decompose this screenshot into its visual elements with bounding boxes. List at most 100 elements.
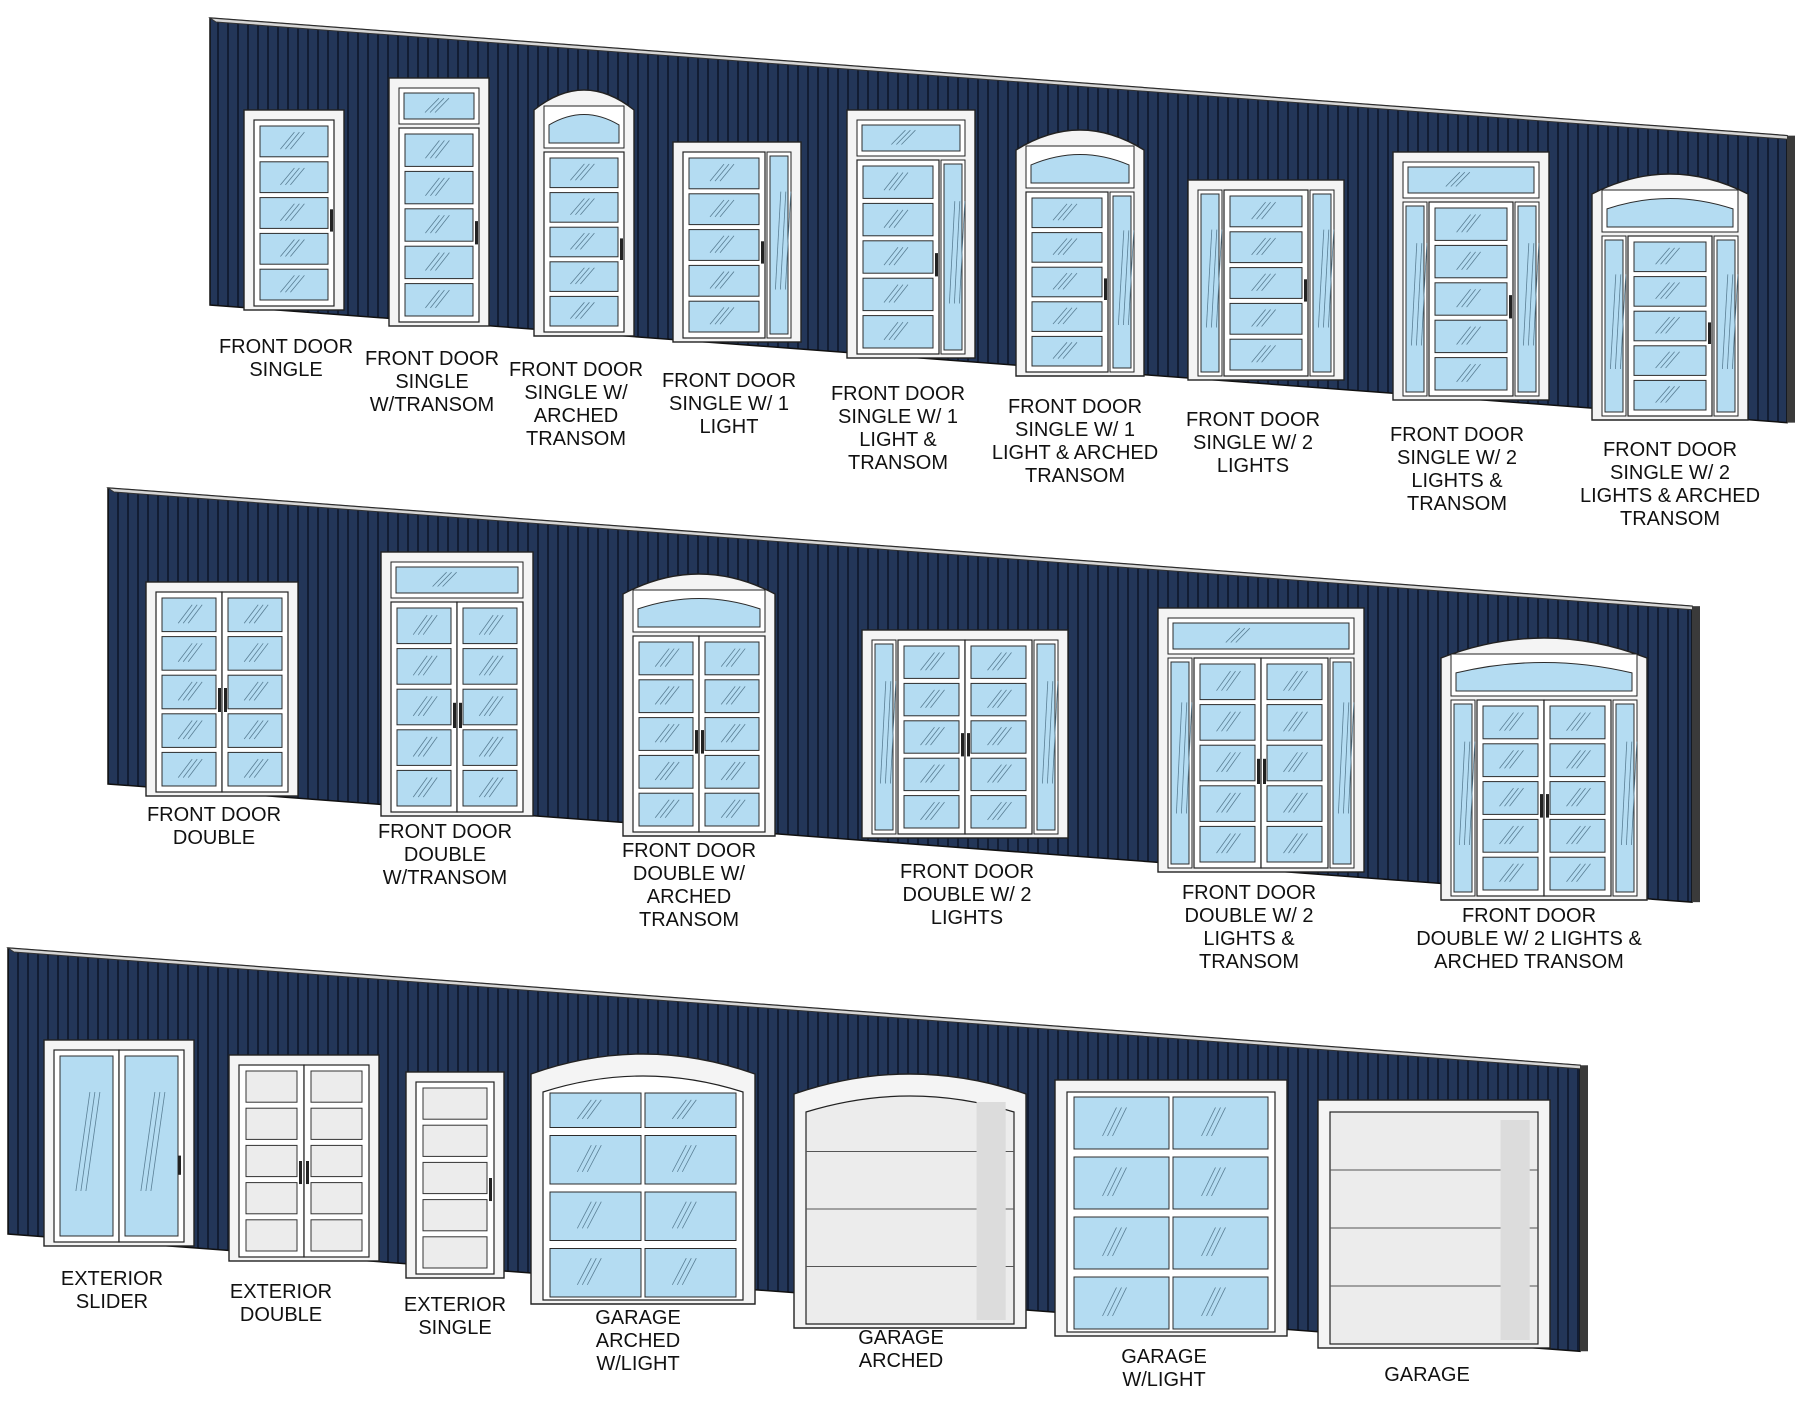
glare-line bbox=[930, 689, 945, 708]
door-label: GARAGE ARCHED bbox=[858, 1327, 944, 1372]
glare-lines bbox=[987, 801, 1012, 821]
glare-line bbox=[1509, 712, 1524, 731]
glare-lines bbox=[280, 239, 305, 257]
glare-line bbox=[719, 235, 735, 253]
glare-line bbox=[1226, 670, 1241, 691]
glare-line bbox=[1732, 274, 1739, 370]
glare-line bbox=[1499, 825, 1514, 845]
glare-line bbox=[1615, 274, 1622, 370]
glare-lines bbox=[1283, 792, 1308, 813]
glare-line bbox=[1416, 243, 1423, 346]
wall-end bbox=[1787, 135, 1795, 423]
glare-line bbox=[576, 1258, 592, 1286]
glare-line bbox=[253, 604, 269, 624]
glare-line bbox=[1261, 273, 1276, 291]
glare-line bbox=[1293, 711, 1308, 732]
glare-line bbox=[1186, 702, 1193, 814]
raised-panel bbox=[310, 1219, 363, 1252]
glare-lines bbox=[1318, 229, 1335, 328]
glare-line bbox=[1318, 229, 1325, 328]
glare-line bbox=[671, 1099, 687, 1120]
glare-lines bbox=[920, 727, 945, 746]
glare-line bbox=[709, 235, 725, 253]
garage-glass bbox=[644, 1191, 737, 1241]
leaf-glass-pane bbox=[638, 641, 694, 676]
glare-line bbox=[654, 686, 670, 705]
glare-line bbox=[417, 736, 433, 757]
glare-line bbox=[730, 686, 746, 705]
glare-line bbox=[1102, 1287, 1117, 1317]
glare-line bbox=[1626, 741, 1633, 846]
glare-line bbox=[987, 764, 1002, 783]
glare-line bbox=[1216, 711, 1231, 732]
glare-line bbox=[885, 681, 892, 784]
door-handle bbox=[224, 688, 227, 712]
glare-line bbox=[435, 177, 450, 196]
glare-lines bbox=[177, 604, 203, 624]
glare-line bbox=[243, 643, 259, 663]
glare-line bbox=[1660, 247, 1675, 265]
garage-glass bbox=[644, 1135, 737, 1185]
glare-lines bbox=[1459, 741, 1476, 846]
glare-line bbox=[893, 321, 909, 341]
sidelight-glass bbox=[1517, 205, 1537, 393]
glare-line bbox=[575, 198, 590, 216]
glare-line bbox=[1057, 307, 1073, 325]
glare-line bbox=[425, 289, 440, 309]
glare-line bbox=[425, 177, 440, 196]
glare-line bbox=[1665, 316, 1680, 334]
glare-lines bbox=[1499, 787, 1524, 807]
glare-lines bbox=[987, 764, 1012, 783]
leaf-glass-pane bbox=[259, 125, 329, 158]
glare-line bbox=[1499, 787, 1514, 807]
leaf-glass-pane bbox=[1229, 267, 1303, 299]
door-handle bbox=[1509, 295, 1512, 319]
leaf-glass-pane bbox=[688, 264, 760, 297]
leaf-glass-pane bbox=[638, 754, 694, 789]
glare-line bbox=[430, 289, 445, 309]
glare-line bbox=[1221, 711, 1236, 732]
glare-lines bbox=[280, 131, 305, 150]
wall-end bbox=[1692, 606, 1700, 903]
door-label: FRONT DOOR SINGLE W/ 1 LIGHT & TRANSOM bbox=[830, 383, 966, 474]
glare-line bbox=[893, 247, 909, 266]
glare-line bbox=[1293, 792, 1308, 813]
glare-line bbox=[570, 267, 585, 285]
glare-lines bbox=[1566, 863, 1591, 883]
glare-lines bbox=[570, 302, 595, 319]
raised-panel bbox=[245, 1182, 298, 1215]
glare-line bbox=[730, 723, 746, 743]
glare-line bbox=[1283, 711, 1298, 732]
glare-line bbox=[1665, 351, 1680, 369]
glare-lines bbox=[654, 761, 680, 781]
garage-shadow bbox=[976, 1102, 1006, 1320]
glare-lines bbox=[1411, 243, 1428, 346]
glare-line bbox=[1107, 1107, 1122, 1137]
glare-line bbox=[1062, 272, 1078, 290]
glare-line bbox=[1323, 229, 1330, 328]
glare-line bbox=[1201, 1227, 1216, 1257]
glare-line bbox=[880, 681, 887, 784]
glare-line bbox=[664, 686, 680, 705]
glare-lines bbox=[987, 652, 1012, 671]
glare-line bbox=[1499, 863, 1514, 883]
glare-line bbox=[659, 686, 675, 705]
glare-line bbox=[1211, 1287, 1226, 1317]
glare-line bbox=[1655, 282, 1670, 300]
glare-line bbox=[1469, 741, 1476, 846]
glare-line bbox=[664, 799, 680, 819]
leaf-glass-pane bbox=[404, 245, 474, 280]
glare-line bbox=[676, 1099, 692, 1120]
glare-line bbox=[478, 655, 494, 676]
glare-lines bbox=[177, 681, 203, 701]
glare-line bbox=[1459, 741, 1466, 846]
sidelight-glass bbox=[1112, 195, 1132, 369]
glare-lines bbox=[570, 198, 595, 216]
glare-line bbox=[1610, 274, 1617, 370]
glare-line bbox=[1107, 1287, 1122, 1317]
glare-line bbox=[1576, 825, 1591, 845]
glare-line bbox=[959, 201, 966, 304]
door-handle bbox=[330, 209, 333, 232]
glare-line bbox=[253, 643, 269, 663]
leaf-glass-pane bbox=[161, 597, 217, 633]
